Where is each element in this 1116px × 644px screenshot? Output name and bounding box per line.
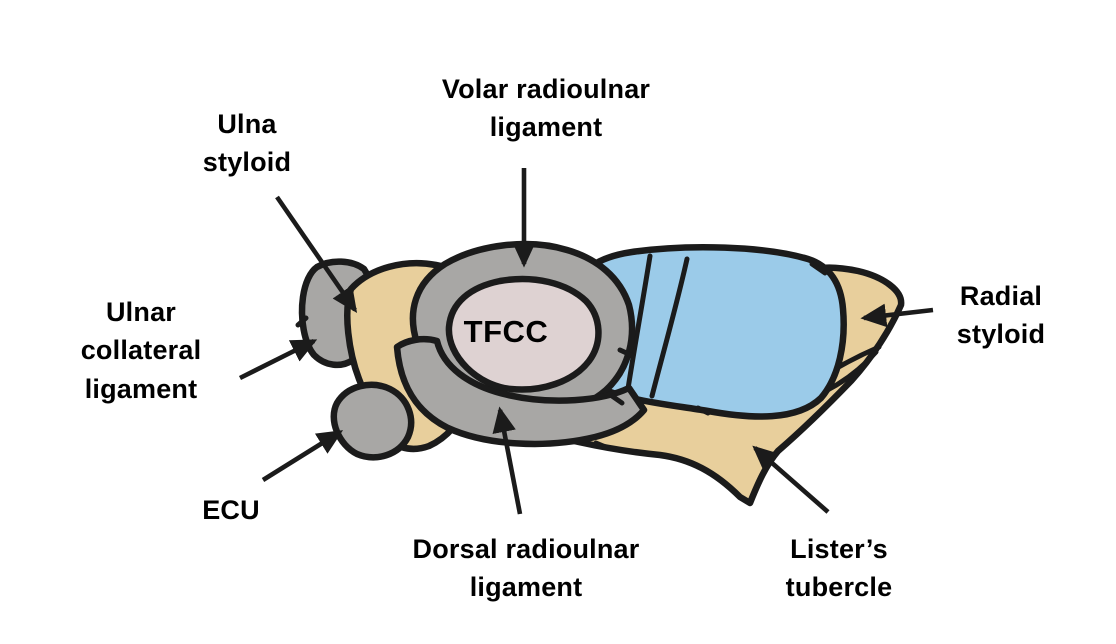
dorsal-radioulnar-ligament-shape — [393, 336, 648, 448]
facet-divider-line1 — [624, 253, 653, 398]
arrow-listers-tubercle — [752, 445, 830, 514]
arrow-radial-styloid — [860, 303, 934, 328]
label-tfcc: TFCC — [463, 314, 549, 349]
arrow-dorsal-radioulnar-ligament — [492, 406, 523, 515]
label-ulna-styloid: Ulna styloid — [202, 109, 292, 178]
ecu-tendon-shape — [330, 381, 415, 461]
label-listers-tubercle: Lister’s tubercle — [785, 534, 893, 603]
label-ecu: ECU — [202, 495, 260, 525]
facet-divider-line2 — [649, 256, 690, 399]
arrow-ulnar-collateral-ligament — [238, 338, 318, 381]
arrow-ulna-styloid — [275, 195, 358, 313]
label-volar-radioulnar-ligament: Volar radioulnar ligament — [441, 74, 651, 143]
annotation-arrows — [238, 168, 934, 515]
tfcc-disc-shape — [445, 275, 602, 393]
label-dorsal-radioulnar-ligament: Dorsal radioulnar ligament — [412, 534, 640, 603]
sketch-ticks — [295, 261, 828, 451]
arrow-ecu — [261, 430, 344, 482]
label-radial-styloid: Radial styloid — [956, 281, 1046, 350]
label-ulnar-collateral-ligament: Ulnar collateral ligament — [80, 297, 202, 404]
